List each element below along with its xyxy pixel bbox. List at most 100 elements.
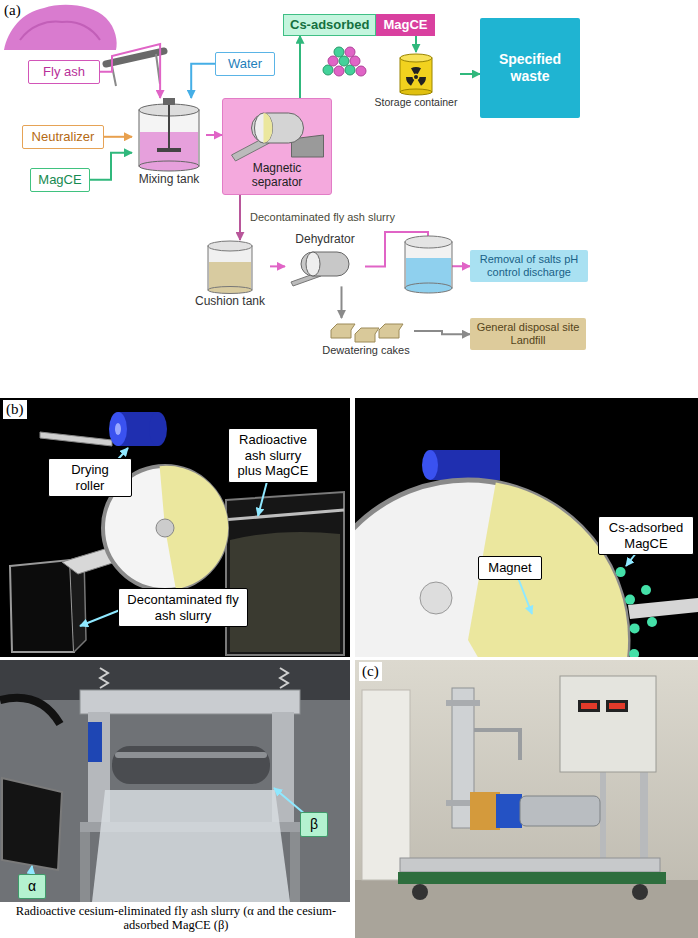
separator-zoom xyxy=(628,598,698,619)
panel-letter: (a) xyxy=(4,2,21,19)
separator-render xyxy=(226,492,344,655)
flow-arrow xyxy=(104,136,132,138)
apparatus-photo xyxy=(398,872,666,884)
dehydrator-icon xyxy=(285,246,365,286)
separator-box-icon xyxy=(228,103,327,161)
apparatus-photo xyxy=(496,794,522,828)
node-text: Removal of salts pH control discharge xyxy=(476,253,582,279)
dehydrator-drum-end xyxy=(306,252,320,276)
fly-ash-pile xyxy=(20,22,100,40)
separator-photo xyxy=(2,778,62,870)
conveyor-belt xyxy=(106,51,164,86)
dehydrator: Dehydrator xyxy=(285,232,365,286)
apparatus-photo xyxy=(520,796,600,826)
dehydrator-drum xyxy=(301,252,349,276)
separator-photo xyxy=(80,690,300,714)
node-text: Neutralizer xyxy=(29,129,97,145)
apparatus-photo xyxy=(606,700,628,712)
callout-box: Radioactive ash slurry plus MagCE xyxy=(228,428,318,483)
cushion-bottom xyxy=(208,287,252,294)
separator-zoom xyxy=(625,595,635,605)
material-box: Fly ash xyxy=(28,60,100,84)
apparatus-photo xyxy=(474,730,520,760)
separator-zoom xyxy=(420,582,452,614)
cake-block xyxy=(331,324,355,338)
storage-container-icon xyxy=(372,52,460,96)
waste-box: Specified waste xyxy=(480,18,580,118)
input-box: Neutralizer xyxy=(22,125,104,149)
fly-ash-pile xyxy=(4,5,117,50)
separator-zoom xyxy=(355,398,698,657)
treatment-tank xyxy=(406,258,451,287)
node-text: MagCE xyxy=(37,172,83,188)
node-text: α xyxy=(25,878,39,895)
mixing-tank-icon xyxy=(132,98,206,172)
separator-zoom xyxy=(422,450,438,480)
separator-zoom xyxy=(629,649,639,657)
flow-arrow xyxy=(414,331,470,334)
separator-zoom xyxy=(630,623,640,633)
tank-bottom xyxy=(139,161,199,171)
separator-zoom xyxy=(647,617,657,627)
input-box: MagCE xyxy=(30,168,90,192)
separator-photo xyxy=(112,746,270,784)
node-text: General disposal site Landfill xyxy=(476,321,580,347)
dewatering-cakes-icon xyxy=(318,318,414,344)
node-text: Magnet xyxy=(485,560,535,576)
separator-photo xyxy=(88,722,102,762)
node-text: Mixing tank xyxy=(132,172,206,186)
mixing-tank: Mixing tank xyxy=(132,98,206,186)
separator-photo xyxy=(92,790,290,902)
treatment-tank xyxy=(405,242,452,288)
radiation-symbol xyxy=(411,67,421,74)
node-text: Storage container xyxy=(372,96,460,109)
flow-arrow xyxy=(100,44,160,98)
magce-pile xyxy=(356,66,366,76)
separator-zoom xyxy=(616,567,626,577)
separator-render xyxy=(0,398,350,657)
separator-render xyxy=(109,412,127,446)
storage-container: Storage container xyxy=(372,52,460,109)
radiation-symbol xyxy=(406,67,426,86)
separator-photo xyxy=(0,698,60,724)
stirrer xyxy=(168,102,170,152)
cushion-tank-icon xyxy=(190,240,270,294)
separator-zoom xyxy=(641,585,651,595)
radiation-symbol xyxy=(418,77,426,86)
apparatus-photo xyxy=(362,690,410,880)
separator-photo xyxy=(280,668,288,688)
flow-arrow xyxy=(365,232,470,266)
callout-box: Drying roller xyxy=(48,458,132,497)
conveyor-belt xyxy=(112,54,160,86)
separator-photo xyxy=(80,832,90,902)
leader-line xyxy=(30,448,640,880)
magce-pile xyxy=(339,56,349,66)
apparatus-photo xyxy=(446,700,480,706)
flow-arrow xyxy=(270,265,285,267)
separator-photo xyxy=(115,752,267,758)
apparatus-photo xyxy=(581,703,597,709)
magce-pile xyxy=(345,65,355,75)
apparatus-photo xyxy=(355,880,698,938)
stirrer-motor xyxy=(163,98,175,105)
flow-arrow xyxy=(415,36,417,52)
flow-arrow xyxy=(299,36,301,98)
cushion-body xyxy=(208,246,252,290)
treatment-tank xyxy=(405,283,452,293)
flow-arrow xyxy=(191,64,215,98)
node-text: Radioactive ash slurry plus MagCE xyxy=(235,432,311,479)
callout-box: Magnet xyxy=(478,556,542,580)
separator-photo xyxy=(290,832,300,902)
separator-render xyxy=(0,398,350,657)
node-text: Cs-adsorbed MagCE xyxy=(605,520,687,551)
apparatus-photo xyxy=(609,703,625,709)
node-text: Drying roller xyxy=(55,462,125,493)
flow-arrow xyxy=(460,73,480,75)
apparatus-photo xyxy=(355,660,698,938)
panel-letter: (b) xyxy=(3,400,27,419)
separator-drum-end xyxy=(254,113,272,143)
landfill-box: General disposal site Landfill xyxy=(470,318,586,350)
separator-photo xyxy=(0,660,350,902)
flow-arrow xyxy=(206,134,222,136)
apparatus-photo xyxy=(470,792,500,830)
